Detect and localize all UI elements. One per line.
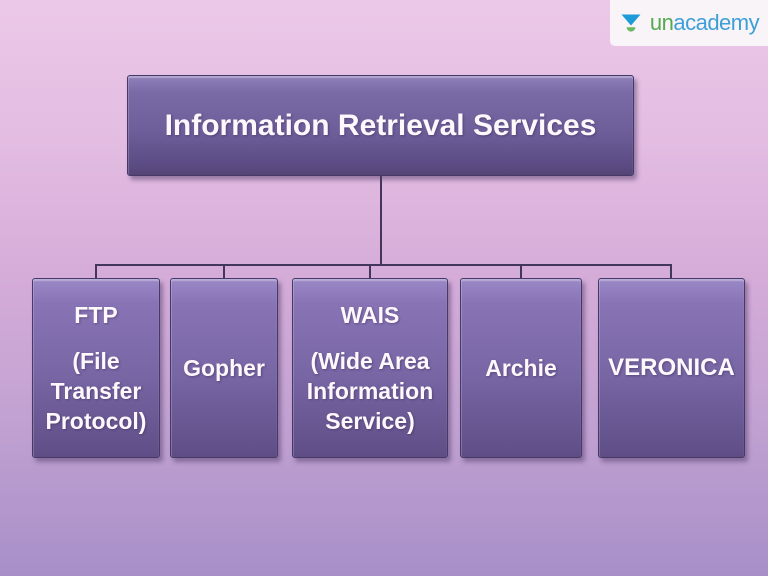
node-archie: Archie <box>460 278 582 458</box>
node-archie-title: Archie <box>485 355 557 381</box>
node-wais: WAIS (Wide Area Information Service) <box>292 278 448 458</box>
connector-root-vertical <box>380 176 382 266</box>
node-gopher-title: Gopher <box>183 355 265 381</box>
node-root: Information Retrieval Services <box>127 75 634 176</box>
node-ftp: FTP (File Transfer Protocol) <box>32 278 160 458</box>
node-wais-subtitle: (Wide Area Information Service) <box>306 348 434 434</box>
node-veronica-title: VERONICA <box>608 354 735 381</box>
unacademy-wordmark: unacademy <box>649 10 760 35</box>
connector-stub-wais <box>369 264 371 279</box>
connector-horizontal-bus <box>95 264 672 266</box>
unacademy-logo: unacademy <box>610 0 768 46</box>
unacademy-wordmark-suffix: academy <box>673 10 760 35</box>
node-gopher: Gopher <box>170 278 278 458</box>
connector-stub-archie <box>520 264 522 279</box>
connector-stub-gopher <box>223 264 225 279</box>
node-ftp-title: FTP <box>74 302 118 328</box>
node-root-label: Information Retrieval Services <box>164 108 597 142</box>
unacademy-goblet-icon <box>619 11 643 35</box>
node-wais-title: WAIS <box>340 302 400 328</box>
unacademy-wordmark-prefix: un <box>649 10 674 35</box>
node-veronica: VERONICA <box>598 278 745 458</box>
connector-stub-ftp <box>95 264 97 279</box>
connector-stub-veronica <box>670 264 672 279</box>
node-ftp-subtitle: (File Transfer Protocol) <box>45 348 147 434</box>
